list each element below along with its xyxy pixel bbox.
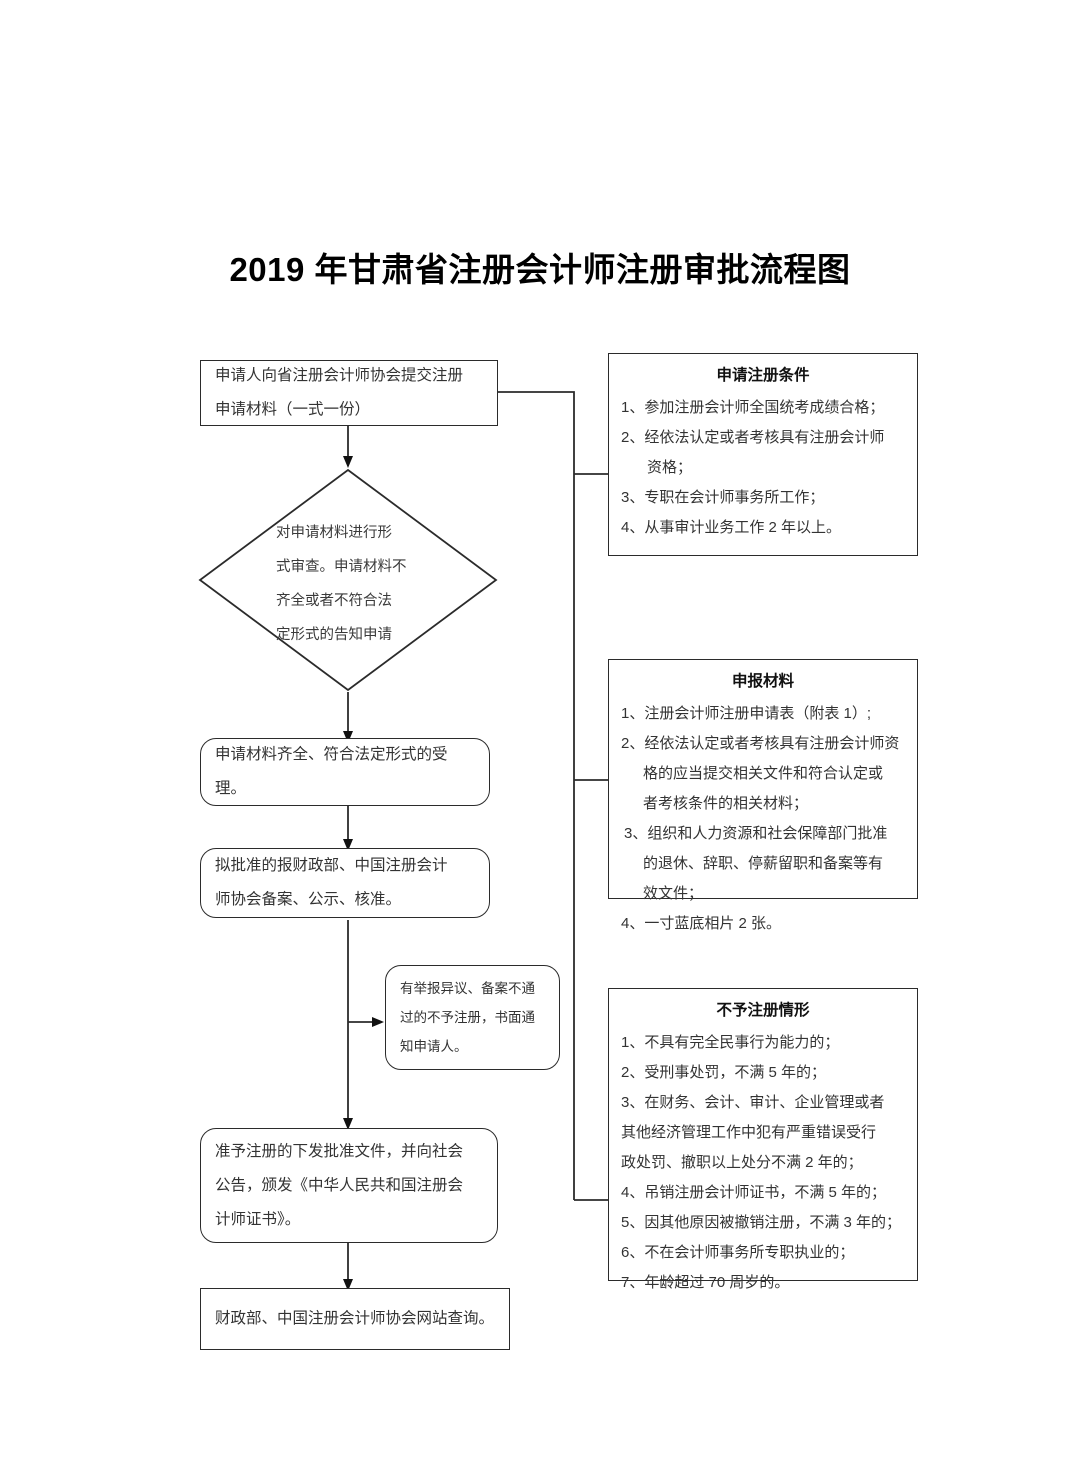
node-submit-line1: 申请人向省注册会计师协会提交注册 [215,367,464,384]
decision-line1: 对申请材料进行形 [276,525,392,541]
node-website-query[interactable]: 财政部、中国注册会计师协会网站查询。 [200,1288,510,1350]
panel-refusal-title: 不予注册情形 [716,1002,810,1019]
panel-refusal-item-3c: 政处罚、撤职以上处分不满 2 年的； [621,1154,863,1171]
panel-refusal-item-3: 3、在财务、会计、审计、企业管理或者 [621,1094,885,1111]
node-reject-line1: 有举报异议、备案不通 [400,981,535,996]
panel-conditions-item-2b: 资格； [647,459,693,476]
node-approve-line1: 拟批准的报财政部、中国注册会计 [215,857,448,874]
panel-conditions-item-2: 2、经依法认定或者考核具有注册会计师 [621,429,885,446]
node-reject-line2: 过的不予注册，书面通 [400,1010,535,1025]
node-accept-line2: 理。 [215,780,247,797]
decision-line3: 齐全或者不符合法 [276,593,392,609]
decision-line4: 定形式的告知申请 [276,627,392,641]
node-query-line1: 财政部、中国注册会计师协会网站查询。 [215,1310,495,1327]
panel-materials-item-3c: 效文件； [643,885,704,902]
node-reject-notice[interactable]: 有举报异议、备案不通 过的不予注册，书面通 知申请人。 [385,965,560,1070]
panel-registration-conditions[interactable]: 申请注册条件 1、参加注册会计师全国统考成绩合格； 2、经依法认定或者考核具有注… [608,353,918,556]
panel-refusal-item-4: 4、吊销注册会计师证书，不满 5 年的； [621,1184,887,1201]
node-submit-application[interactable]: 申请人向省注册会计师协会提交注册 申请材料（一式一份） [200,360,498,426]
panel-materials-item-2b: 格的应当提交相关文件和符合认定或 [643,765,884,782]
node-reject-line3: 知申请人。 [400,1039,468,1054]
page-title: 2019 年甘肃省注册会计师注册审批流程图 [229,251,851,288]
panel-materials-item-2c: 者考核条件的相关材料； [643,795,809,812]
node-grant-line1: 准予注册的下发批准文件，并向社会 [215,1142,464,1160]
panel-refusal-item-2: 2、受刑事处罚，不满 5 年的； [621,1064,827,1081]
panel-refusal-item-3b: 其他经济管理工作中犯有严重错误受行 [621,1124,877,1141]
panel-materials-item-3: 3、组织和人力资源和社会保障部门批准 [624,825,888,842]
panel-refusal-item-5: 5、因其他原因被撤销注册，不满 3 年的； [621,1214,902,1231]
panel-refusal-item-1: 1、不具有完全民事行为能力的； [621,1034,840,1051]
panel-conditions-item-1: 1、参加注册会计师全国统考成绩合格； [621,399,885,416]
panel-refusal-item-7: 7、年龄超过 70 周岁的。 [621,1274,790,1291]
panel-conditions-item-4: 4、从事审计业务工作 2 年以上。 [621,519,842,536]
panel-conditions-item-3: 3、专职在会计师事务所工作； [621,489,825,506]
node-grant-registration[interactable]: 准予注册的下发批准文件，并向社会 公告，颁发《中华人民共和国注册会 计师证书》。 [200,1128,498,1243]
node-approve-line2: 师协会备案、公示、核准。 [215,891,402,908]
decision-line2: 式审查。申请材料不 [276,559,407,575]
panel-refusal-circumstances[interactable]: 不予注册情形 1、不具有完全民事行为能力的； 2、受刑事处罚，不满 5 年的； … [608,988,918,1291]
node-formal-review-text: 对申请材料进行形 式审查。申请材料不 齐全或者不符合法 定形式的告知申请 [276,516,426,641]
panel-materials-item-3b: 的退休、辞职、停薪留职和备案等有 [643,855,884,872]
panel-materials-title: 申报材料 [731,673,794,690]
node-grant-line2: 公告，颁发《中华人民共和国注册会 [215,1176,464,1194]
node-accept-materials[interactable]: 申请材料齐全、符合法定形式的受 理。 [200,738,490,806]
node-formal-review-diamond[interactable]: 对申请材料进行形 式审查。申请材料不 齐全或者不符合法 定形式的告知申请 [198,468,498,692]
node-accept-line1: 申请材料齐全、符合法定形式的受 [215,746,448,763]
panel-conditions-title: 申请注册条件 [716,367,810,384]
panel-materials-item-2: 2、经依法认定或者考核具有注册会计师资 [621,735,900,752]
panel-materials-item-1: 1、注册会计师注册申请表（附表 1）; [621,705,872,722]
diamond-shape [198,468,498,692]
panel-materials-item-4: 4、一寸蓝底相片 2 张。 [621,915,782,932]
panel-refusal-item-6: 6、不在会计师事务所专职执业的； [621,1244,855,1261]
node-pending-approval-filing[interactable]: 拟批准的报财政部、中国注册会计 师协会备案、公示、核准。 [200,848,490,918]
node-grant-line3: 计师证书》。 [215,1210,301,1228]
node-submit-line2: 申请材料（一式一份） [215,401,371,418]
panel-required-materials[interactable]: 申报材料 1、注册会计师注册申请表（附表 1）; 2、经依法认定或者考核具有注册… [608,659,918,932]
